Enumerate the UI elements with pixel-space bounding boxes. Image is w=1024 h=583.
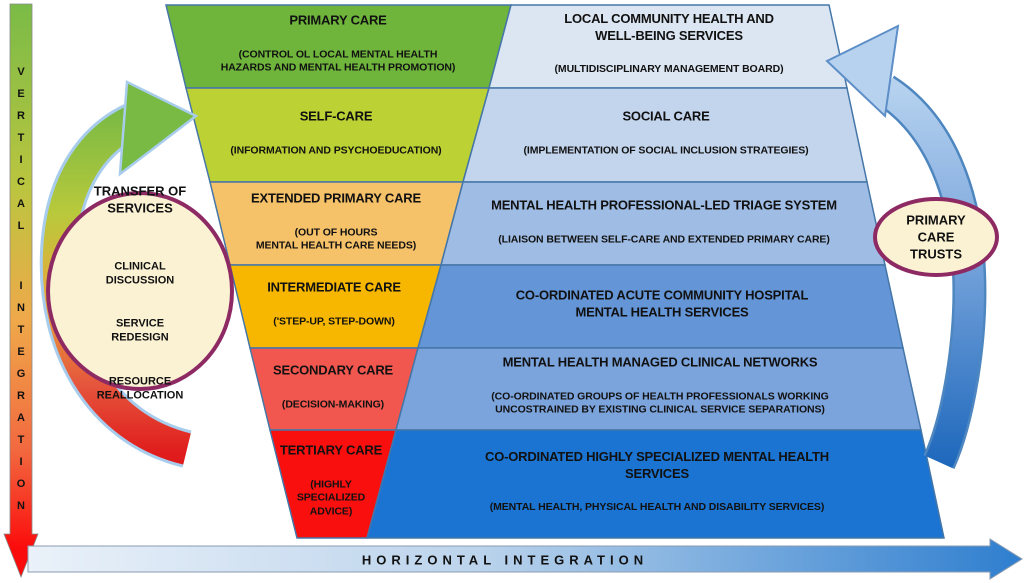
cell-title: SELF-CARE [299, 108, 373, 124]
cell-text-intermediate-care: INTERMEDIATE CARE ('STEP-UP, STEP-DOWN) [267, 261, 401, 346]
cell-text-community-health: LOCAL COMMUNITY HEALTH AND WELL-BEING SE… [555, 0, 784, 95]
cell-subtitle: (MULTIDISCIPLINARY MANAGEMENT BOARD) [554, 63, 784, 76]
vertical-integration-label: VERTICAL INTEGRATION [15, 66, 27, 522]
cell-subtitle: (MENTAL HEALTH, PHYSICAL HEALTH AND DISA… [489, 501, 825, 514]
primary-care-trusts-bubble [875, 199, 997, 275]
horizontal-integration-label: HORIZONTAL INTEGRATION [361, 552, 649, 568]
cell-title: TERTIARY CARE [279, 442, 383, 458]
cell-subtitle: (LIAISON BETWEEN SELF-CARE AND EXTENDED … [498, 232, 830, 245]
cell-text-specialized-services: CO-ORDINATED HIGHLY SPECIALIZED MENTAL H… [474, 431, 841, 533]
bubble-item: CLINICAL DISCUSSION [105, 260, 175, 286]
cell-title: MENTAL HEALTH MANAGED CLINICAL NETWORKS [502, 354, 818, 370]
bubble-title: TRANSFER OF SERVICES [93, 183, 187, 216]
cell-title: EXTENDED PRIMARY CARE [251, 190, 421, 206]
transfer-of-services-text: TRANSFER OF SERVICES CLINICAL DISCUSSION… [94, 165, 186, 420]
cell-text-tertiary-care: TERTIARY CARE (HIGHLY SPECIALIZED ADVICE… [280, 425, 382, 538]
pyramid [165, 4, 945, 539]
cell-text-acute-hospital-services: CO-ORDINATED ACUTE COMMUNITY HOSPITAL ME… [516, 269, 809, 338]
cell-title: MENTAL HEALTH PROFESSIONAL-LED TRIAGE SY… [491, 197, 837, 213]
cell-text-clinical-networks: MENTAL HEALTH MANAGED CLINICAL NETWORKS … [491, 337, 829, 436]
cell-subtitle: (OUT OF HOURS MENTAL HEALTH CARE NEEDS) [255, 226, 417, 252]
bubble-title: PRIMARY CARE TRUSTS [906, 212, 966, 262]
cell-title: CO-ORDINATED HIGHLY SPECIALIZED MENTAL H… [485, 449, 829, 481]
downward-transfer-arrow-icon [825, 24, 987, 470]
cell-subtitle: (DECISION-MAKING) [281, 397, 385, 410]
transfer-of-services-bubble-ring [46, 191, 234, 391]
cell-text-triage-system: MENTAL HEALTH PROFESSIONAL-LED TRIAGE SY… [491, 179, 837, 264]
cell-subtitle: (INFORMATION AND PSYCHOEDUCATION) [230, 143, 442, 156]
cell-subtitle: (CONTROL OL LOCAL MENTAL HEALTH HAZARDS … [220, 48, 456, 74]
cell-title: LOCAL COMMUNITY HEALTH AND WELL-BEING SE… [564, 11, 774, 43]
bubble-item: RESOURCE REALLOCATION [96, 375, 184, 401]
cell-title: SECONDARY CARE [273, 362, 393, 378]
primary-care-trusts-bubble-ring [873, 197, 999, 277]
cell-subtitle: (CO-ORDINATED GROUPS OF HEALTH PROFESSIO… [491, 390, 829, 416]
transfer-of-services-bubble [48, 193, 232, 389]
cell-text-primary-care: PRIMARY CARE (CONTROL OL LOCAL MENTAL HE… [221, 0, 456, 93]
bubble-item: SERVICE REDESIGN [111, 317, 169, 344]
cell-text-social-care: SOCIAL CARE (IMPLEMENTATION OF SOCIAL IN… [523, 90, 808, 175]
horizontal-integration-bar [27, 538, 1023, 580]
cell-subtitle: (HIGHLY SPECIALIZED ADVICE) [296, 478, 366, 518]
cell-text-secondary-care: SECONDARY CARE (DECISION-MAKING) [273, 344, 393, 429]
cell-title: PRIMARY CARE [289, 12, 387, 28]
primary-care-trusts-text: PRIMARY CARE TRUSTS [906, 195, 965, 282]
cell-title: INTERMEDIATE CARE [267, 279, 401, 295]
cell-text-self-care: SELF-CARE (INFORMATION AND PSYCHOEDUCATI… [230, 90, 441, 175]
cell-title: SOCIAL CARE [622, 108, 710, 124]
cell-subtitle: ('STEP-UP, STEP-DOWN) [273, 314, 395, 327]
cell-subtitle: (IMPLEMENTATION OF SOCIAL INCLUSION STRA… [523, 143, 809, 156]
cell-title: CO-ORDINATED ACUTE COMMUNITY HOSPITAL ME… [515, 287, 809, 319]
cell-specialized-services [366, 429, 945, 539]
cell-text-extended-primary-care: EXTENDED PRIMARY CARE (OUT OF HOURS MENT… [251, 173, 421, 272]
